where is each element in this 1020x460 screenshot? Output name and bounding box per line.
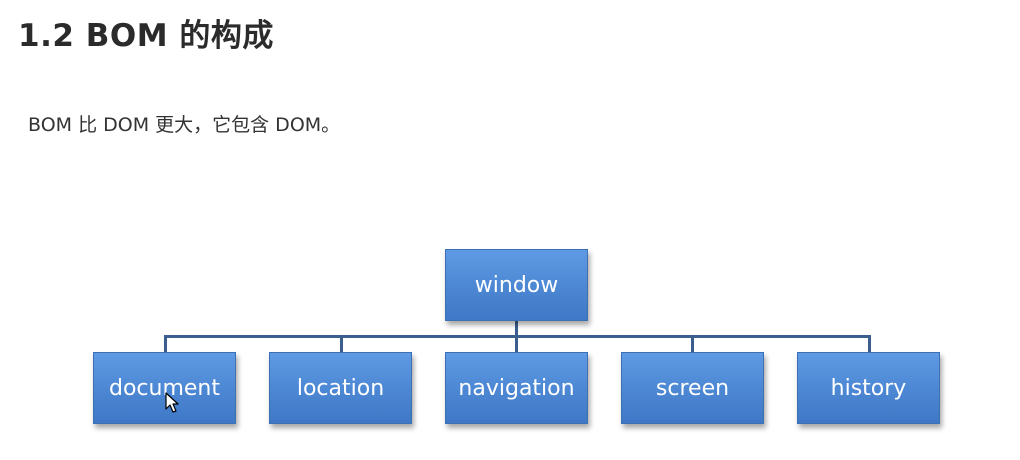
node-screen[interactable]: screen [621, 352, 764, 424]
node-history[interactable]: history [797, 352, 940, 424]
connector-root-vertical [515, 320, 518, 337]
connector-to-screen [691, 335, 694, 353]
connector-to-location [340, 335, 343, 353]
node-document[interactable]: document [93, 352, 236, 424]
connector-to-history [868, 335, 871, 353]
node-location[interactable]: location [269, 352, 412, 424]
description-text: BOM 比 DOM 更大，它包含 DOM。 [28, 114, 341, 136]
connector-to-document [164, 335, 167, 353]
connector-to-navigation [515, 335, 518, 353]
node-window[interactable]: window [445, 249, 588, 321]
node-navigation[interactable]: navigation [445, 352, 588, 424]
page-title: 1.2 BOM 的构成 [18, 18, 274, 54]
